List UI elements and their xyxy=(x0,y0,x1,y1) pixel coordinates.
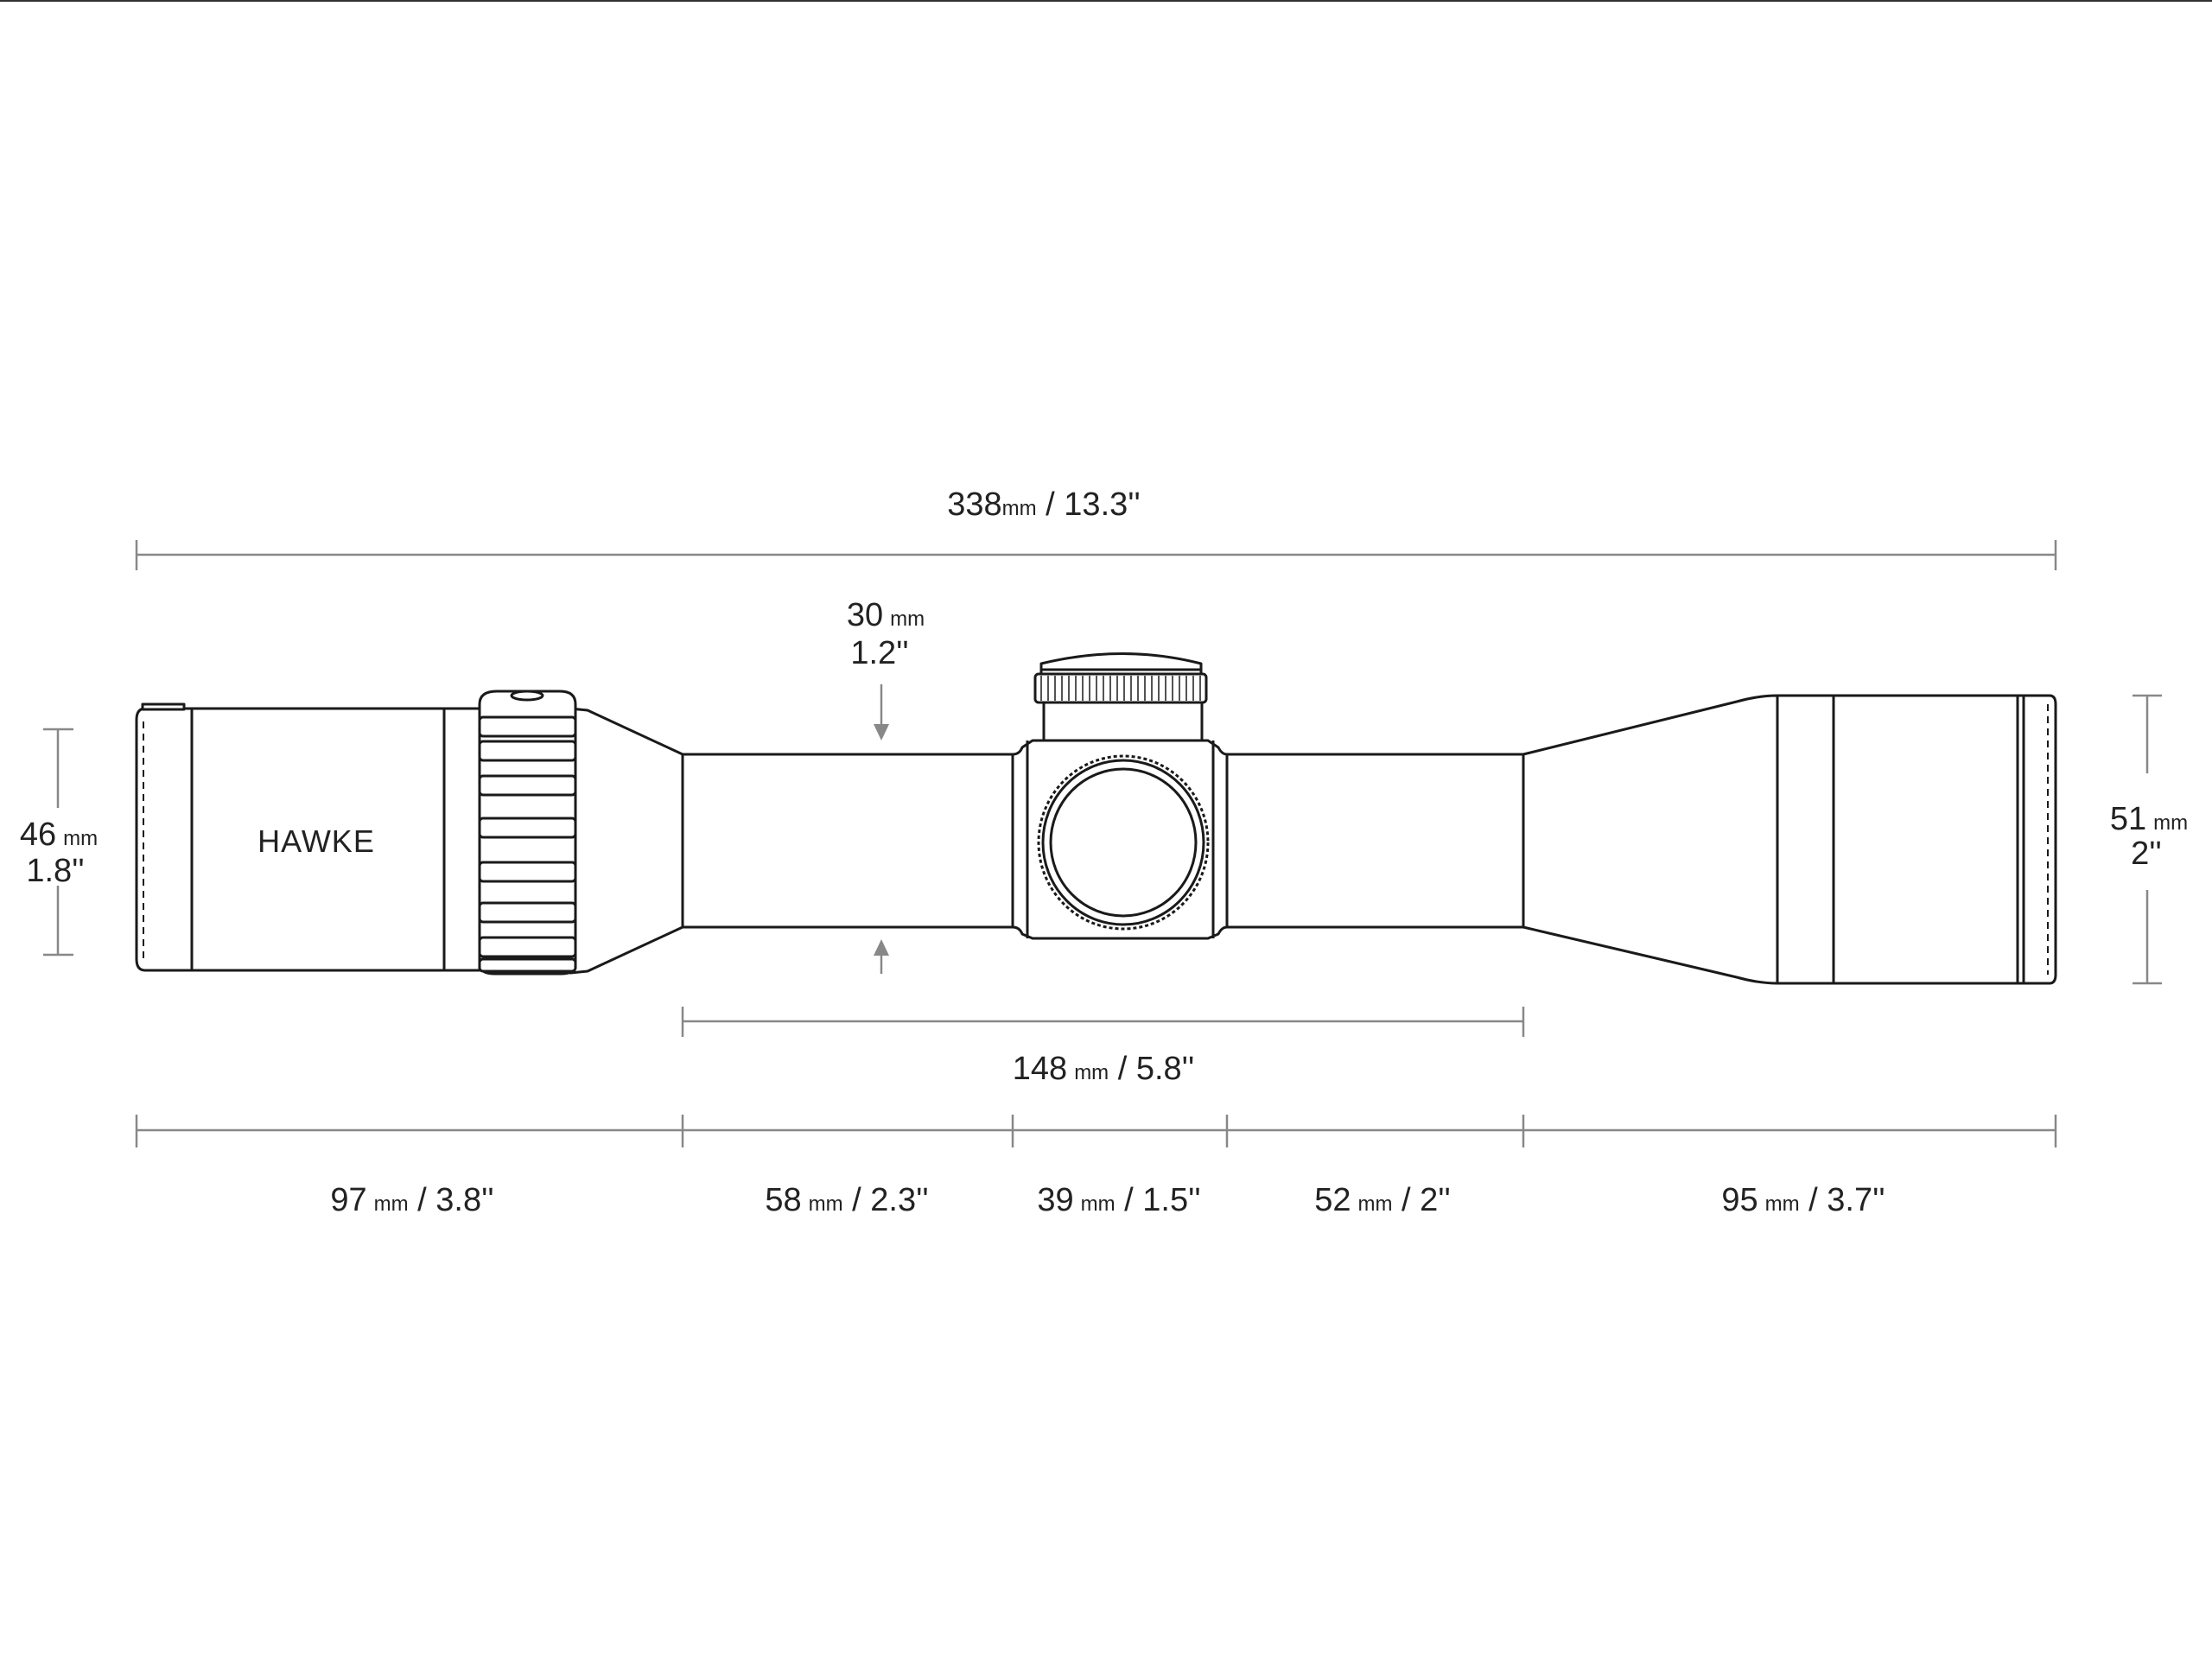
eyepiece-cone xyxy=(569,707,684,975)
overall-length-dimension: 338mm / 13.3'' xyxy=(135,486,2057,570)
objective-bell xyxy=(1776,694,2019,985)
side-focus-dial xyxy=(1037,754,1210,931)
riflescope-drawing: HAWKE xyxy=(135,652,2057,985)
rear-tube xyxy=(681,753,1026,929)
objective-end-cap xyxy=(2016,694,2057,985)
front-tube xyxy=(1212,753,1525,929)
eyepiece-body xyxy=(190,707,446,972)
objective-diameter-label-imperial: 2'' xyxy=(2131,836,2162,872)
magnification-ring xyxy=(478,690,577,976)
overall-length-label: 338mm / 13.3'' xyxy=(947,486,1141,523)
arrow-up-icon xyxy=(874,939,889,956)
eyepiece-cap xyxy=(135,707,194,972)
elevation-turret xyxy=(1033,652,1208,742)
arrow-down-icon xyxy=(874,724,889,741)
hawke-logo: HAWKE xyxy=(257,823,375,859)
eyepiece-diameter-label-imperial: 1.8'' xyxy=(26,853,84,889)
objective-cone xyxy=(1522,694,1779,985)
tube-diameter-label-imperial: 1.2'' xyxy=(850,635,908,671)
